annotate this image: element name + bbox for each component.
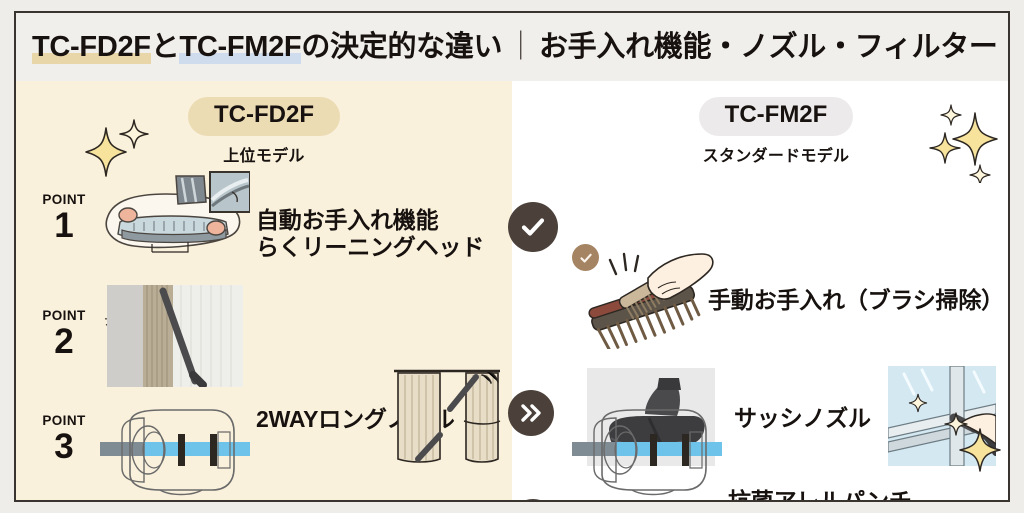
comparison-body: TC-FD2F 上位モデル TC-FM2F スタンダードモデル POINT 1 <box>16 81 1008 502</box>
illustration-filter-left <box>100 406 252 496</box>
title-subjects: お手入れ機能・ノズル・フィルター <box>538 30 998 63</box>
feature-text-right-2: サッシノズル <box>734 405 871 431</box>
model-badge-fm2f: TC-FM2F <box>698 97 854 136</box>
header-bar: TC-FD2FとTC-FM2Fの決定的な違い｜お手入れ機能・ノズル・フィルター <box>16 13 1008 81</box>
check-icon-row-3 <box>508 499 558 500</box>
point-label-3: POINT <box>42 413 86 428</box>
sparkle-decoration-top-right <box>921 103 1003 188</box>
photo-long-nozzle-curtain <box>107 285 243 387</box>
illustration-hand-brush <box>586 244 716 349</box>
column-header-left: TC-FD2F 上位モデル <box>146 97 382 166</box>
point-number-2: 2 <box>54 321 74 361</box>
title-model-fd2f: TC-FD2F <box>32 30 151 64</box>
check-icon-small-row-1 <box>572 244 599 271</box>
illustration-filter-right <box>572 406 724 496</box>
feature-text-right-1: 手動お手入れ（ブラシ掃除） <box>708 287 1004 313</box>
feature-text-left-1: 自動お手入れ機能 らくリーニングヘッド <box>256 207 485 260</box>
point-badge-2: POINT 2 <box>36 309 92 359</box>
double-chevron-right-icon-row-2 <box>508 390 554 436</box>
point-number-3: 3 <box>54 426 74 466</box>
point-label-2: POINT <box>42 308 86 323</box>
illustration-cleaning-head <box>92 170 250 260</box>
sparkle-decoration-top-left <box>68 114 154 189</box>
page-title: TC-FD2FとTC-FM2Fの決定的な違い｜お手入れ機能・ノズル・フィルター <box>32 30 998 64</box>
check-icon-row-1 <box>508 202 558 252</box>
model-badge-fd2f: TC-FD2F <box>188 97 340 136</box>
point-badge-3: POINT 3 <box>36 414 92 464</box>
title-tail: の決定的な違い <box>301 30 503 63</box>
title-separator: ｜ <box>506 30 535 63</box>
point-number-1: 1 <box>54 205 74 245</box>
title-model-fm2f: TC-FM2F <box>179 30 302 64</box>
illustration-curtain-nozzle <box>388 363 506 469</box>
sparkle-decoration-bottom-right <box>936 407 1008 478</box>
point-badge-1: POINT 1 <box>36 193 92 243</box>
feature-text-left-3: 抗ウイルス銀ナノア レルパンチフィルター <box>256 501 485 502</box>
content-card: TC-FD2FとTC-FM2Fの決定的な違い｜お手入れ機能・ノズル・フィルター <box>14 11 1010 502</box>
point-label-1: POINT <box>42 192 86 207</box>
feature-text-right-3: 抗菌アレルパンチ フィルター <box>728 488 912 502</box>
title-conjunction: と <box>150 30 180 63</box>
model-subtitle-fm2f: スタンダードモデル <box>702 147 850 165</box>
model-subtitle-fd2f: 上位モデル <box>223 147 305 165</box>
column-header-right: TC-FM2F スタンダードモデル <box>651 97 901 166</box>
